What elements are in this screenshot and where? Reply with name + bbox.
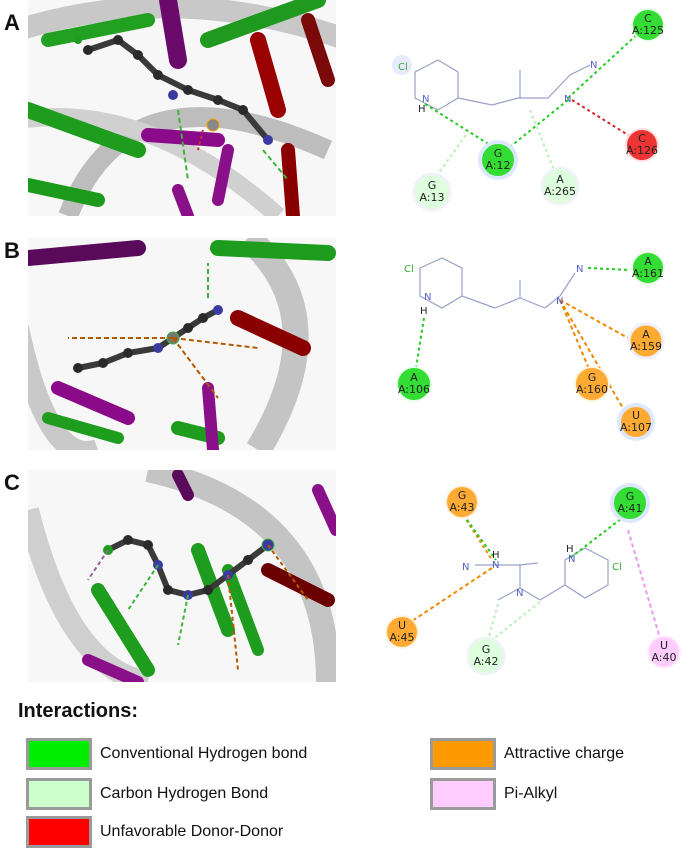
amine-h-atom-label: H	[492, 550, 500, 561]
residue-bubble[interactable]: C A:126	[625, 128, 659, 162]
residue-bubble[interactable]: G A:12	[478, 140, 518, 180]
residue-id: A:40	[651, 651, 676, 664]
panel-b-3d-render	[28, 238, 336, 450]
residue-id: A:107	[620, 421, 652, 434]
residue-bubble[interactable]: G A:43	[445, 485, 479, 519]
legend-item-unfavorable: Unfavorable Donor-Donor	[26, 816, 283, 848]
residue-bubble[interactable]: C A:125	[631, 8, 665, 42]
residue-name: U	[660, 639, 668, 652]
panel-c-letter: C	[4, 470, 20, 495]
legend-swatch	[26, 816, 92, 848]
legend-label: Pi-Alkyl	[504, 785, 558, 802]
panel-c-2d-map: Cl N H N N H N G A:43 G A:41 U A:45 G A:…	[385, 483, 681, 676]
residue-bubble[interactable]: U A:107	[617, 403, 655, 441]
nitrile-n-atom-label: N	[576, 264, 583, 275]
panel-b-letter: B	[4, 238, 20, 263]
legend-swatch	[430, 778, 496, 810]
residue-name: G	[494, 147, 503, 160]
residue-id: A:41	[617, 502, 642, 515]
hydrogen-atom-label: H	[418, 104, 426, 115]
residue-id: A:42	[473, 655, 498, 668]
residue-bubble[interactable]: G A:42	[466, 636, 506, 676]
panel-a-3d-render	[28, 0, 336, 216]
panel-c-3d-render	[28, 470, 336, 682]
residue-name: G	[458, 489, 467, 502]
nitrile-n-atom-label: N	[590, 60, 597, 71]
nitrogen-atom-label: N	[568, 554, 575, 565]
panel-b-interaction-lines	[415, 267, 631, 411]
residue-name: A	[644, 255, 652, 268]
chlorine-atom-label: Cl	[404, 264, 414, 275]
legend-swatch	[430, 738, 496, 770]
residue-name: A	[556, 173, 564, 186]
hydrogen-atom-label: H	[420, 306, 428, 317]
residue-bubble[interactable]: U A:40	[647, 635, 681, 669]
residue-bubble[interactable]: A A:106	[396, 366, 432, 402]
chlorine-atom-label: Cl	[398, 62, 408, 73]
panel-a-2d-map: Cl N H N N C A:125 C A:126 G A:12 G A:13…	[392, 8, 665, 212]
residue-id: A:265	[544, 185, 576, 198]
residue-name: A	[410, 371, 418, 384]
legend-title: Interactions:	[18, 700, 139, 722]
residue-id: A:160	[576, 383, 608, 396]
residue-id: A:126	[626, 144, 658, 157]
residue-bubble[interactable]: G A:41	[610, 483, 650, 523]
chlorine-atom-label: Cl	[612, 562, 622, 573]
residue-bubble[interactable]: G A:160	[574, 366, 610, 402]
residue-name: G	[428, 179, 437, 192]
nitrile-n-atom-label: N	[462, 562, 469, 573]
legend-label: Carbon Hydrogen Bond	[100, 785, 269, 802]
nitrogen-atom-label: N	[422, 94, 429, 105]
residue-id: A:43	[449, 501, 474, 514]
amine-n-atom-label: N	[492, 560, 499, 571]
legend-swatch	[26, 738, 92, 770]
residue-name: A	[642, 328, 650, 341]
panel-a-letter: A	[4, 10, 20, 35]
legend-item-attractive: Attractive charge	[430, 738, 624, 770]
residue-id: A:161	[632, 267, 664, 280]
residue-bubble[interactable]: A A:161	[631, 251, 665, 285]
legend-label: Attractive charge	[504, 745, 625, 762]
tertiary-n-atom-label: N	[516, 588, 523, 599]
hydrogen-atom-label: H	[566, 544, 574, 555]
legend-label: Conventional Hydrogen bond	[100, 745, 308, 762]
residue-name: G	[588, 371, 597, 384]
residue-name: U	[398, 619, 406, 632]
residue-name: C	[638, 132, 646, 145]
residue-bubble[interactable]: G A:13	[412, 172, 452, 212]
residue-id: A:12	[485, 159, 510, 172]
legend-item-pialkyl: Pi-Alkyl	[430, 778, 557, 810]
residue-bubble[interactable]: U A:45	[385, 615, 419, 649]
residue-name: C	[644, 12, 652, 25]
residue-id: A:45	[389, 631, 414, 644]
residue-bubble[interactable]: A A:265	[540, 166, 580, 206]
nitrogen-atom-label: N	[424, 292, 431, 303]
residue-id: A:13	[419, 191, 444, 204]
residue-id: A:159	[630, 340, 662, 353]
residue-bubble[interactable]: A A:159	[627, 322, 665, 360]
legend-item-carbon: Carbon Hydrogen Bond	[26, 778, 268, 810]
panel-c-interaction-lines	[405, 509, 661, 641]
residue-id: A:106	[398, 383, 430, 396]
residue-id: A:125	[632, 24, 664, 37]
amine-n-atom-label: N	[556, 296, 563, 307]
legend-item-conventional: Conventional Hydrogen bond	[26, 738, 307, 770]
legend-swatch	[26, 778, 92, 810]
panel-b-2d-map: Cl N H N N A A:161 A A:159 G A:160 U A:1…	[396, 251, 665, 441]
amine-n-atom-label: N	[564, 94, 571, 105]
residue-name: G	[482, 643, 491, 656]
legend-label: Unfavorable Donor-Donor	[100, 823, 284, 840]
panel-a-interaction-lines	[424, 29, 643, 186]
residue-name: G	[626, 490, 635, 503]
residue-name: U	[632, 409, 640, 422]
